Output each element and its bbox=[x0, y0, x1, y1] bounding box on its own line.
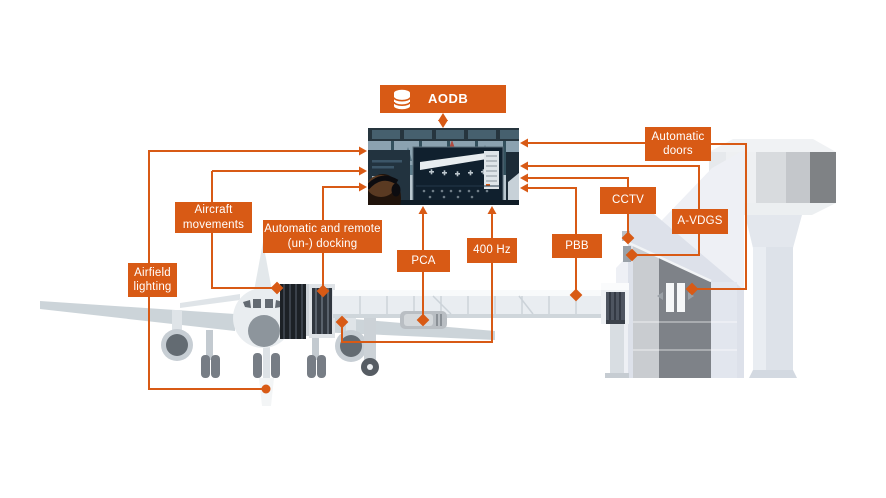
dot-marker bbox=[261, 384, 271, 394]
diamond-marker bbox=[316, 284, 330, 298]
diamond-marker bbox=[685, 282, 699, 296]
arrow-left-icon bbox=[520, 138, 528, 148]
label-aircraft-movements: Aircraft movements bbox=[175, 202, 252, 233]
diamond-marker bbox=[621, 231, 635, 245]
database-icon bbox=[393, 89, 411, 110]
label-pbb: PBB bbox=[552, 234, 602, 258]
diamond-marker bbox=[569, 288, 583, 302]
arrow-left-icon bbox=[520, 161, 528, 171]
connector-docking bbox=[316, 182, 367, 298]
operator-silhouette bbox=[368, 174, 401, 205]
passenger-boarding-bridge bbox=[280, 283, 629, 378]
label-docking: Automatic and remote (un-) docking bbox=[263, 220, 382, 253]
label-aodb-text: AODB bbox=[428, 90, 469, 106]
label-airfield-lighting: Airfield lighting bbox=[128, 263, 177, 297]
arrow-right-icon bbox=[359, 146, 367, 156]
connector-aircraft-movements bbox=[211, 166, 367, 295]
arrow-right-icon bbox=[359, 182, 367, 192]
diamond-marker bbox=[270, 281, 284, 295]
automatic-doors-graphic bbox=[657, 283, 694, 312]
arrow-up-icon bbox=[418, 206, 428, 214]
connector-400hz bbox=[335, 206, 497, 343]
diamond-marker bbox=[625, 248, 639, 262]
arrow-left-icon bbox=[520, 183, 528, 193]
connector-airfield-lighting bbox=[148, 146, 367, 394]
label-400hz: 400 Hz bbox=[467, 238, 517, 263]
control-room-photo bbox=[368, 128, 519, 205]
connector-pca bbox=[416, 206, 430, 327]
label-aodb: AODB bbox=[380, 85, 506, 113]
arrow-up-icon bbox=[487, 206, 497, 214]
terminal-building bbox=[616, 150, 744, 378]
label-cctv: CCTV bbox=[600, 187, 656, 214]
label-pca: PCA bbox=[397, 250, 450, 272]
diamond-marker bbox=[335, 315, 349, 329]
arrow-down-icon bbox=[438, 120, 448, 128]
arrow-left-icon bbox=[520, 173, 528, 183]
label-a-vdgs: A-VDGS bbox=[672, 209, 728, 234]
arrow-up-icon bbox=[438, 113, 448, 121]
arrow-right-icon bbox=[359, 166, 367, 176]
diamond-marker bbox=[416, 313, 430, 327]
connector-aodb bbox=[438, 113, 448, 128]
label-automatic-doors: Automatic doors bbox=[645, 127, 711, 161]
